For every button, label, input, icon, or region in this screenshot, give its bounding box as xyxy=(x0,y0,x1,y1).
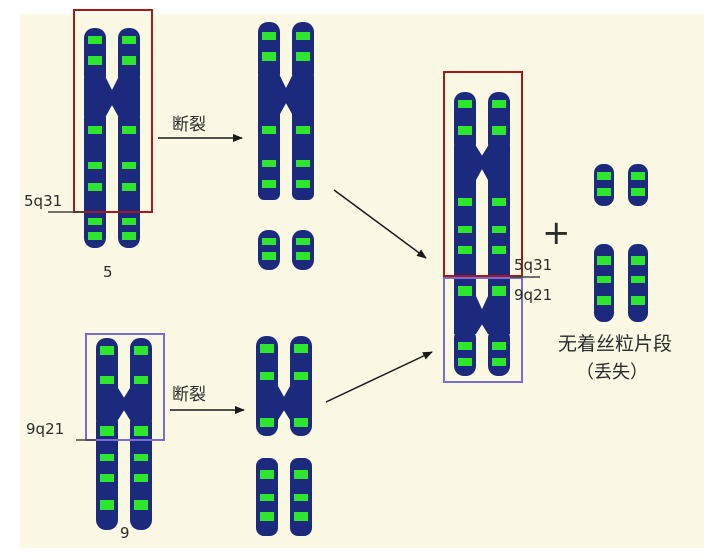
fragment-bottom xyxy=(594,244,648,322)
chromatid-left xyxy=(96,338,128,530)
chromosome-9 xyxy=(96,338,152,530)
chromatid-left xyxy=(256,336,288,436)
chromatid-left xyxy=(258,22,290,200)
plus-sign: + xyxy=(542,213,571,253)
chromosome-9-broken xyxy=(256,336,312,536)
chromatid-left xyxy=(454,92,486,376)
highlight-box-purple-fusion xyxy=(443,277,523,383)
band-label-9q21: 9q21 xyxy=(26,420,64,438)
fusion-band-label-9q21: 9q21 xyxy=(514,286,552,304)
break-label-bottom: 断裂 xyxy=(172,385,206,405)
fragment-5-distal xyxy=(258,230,314,270)
band-label-5q31: 5q31 xyxy=(24,192,62,210)
fusion-band-label-5q31: 5q31 xyxy=(514,256,552,274)
chromosome-5-label: 5 xyxy=(103,263,113,281)
chromatid-right xyxy=(282,22,314,200)
highlight-box-red-5 xyxy=(73,9,153,213)
highlight-box-purple-9 xyxy=(85,333,165,441)
dicentric-chromosome xyxy=(454,92,510,376)
fragment-9-distal xyxy=(256,458,312,536)
highlight-box-red-fusion xyxy=(443,71,523,277)
break-label-top: 断裂 xyxy=(172,115,206,135)
chromatid-right xyxy=(280,336,312,436)
fusion-arrow-bottom xyxy=(325,351,433,403)
chromatid-right xyxy=(120,338,152,530)
chromatid-right xyxy=(478,92,510,376)
fragment-top xyxy=(594,164,648,206)
chromosome-5-broken xyxy=(258,22,314,270)
acentric-fragment xyxy=(594,164,648,322)
chromosome-9-label: 9 xyxy=(120,524,130,542)
acentric-fragment-label: 无着丝粒片段 xyxy=(558,333,672,355)
lost-label: （丢失） xyxy=(576,362,648,383)
fusion-arrow-top xyxy=(333,189,427,259)
